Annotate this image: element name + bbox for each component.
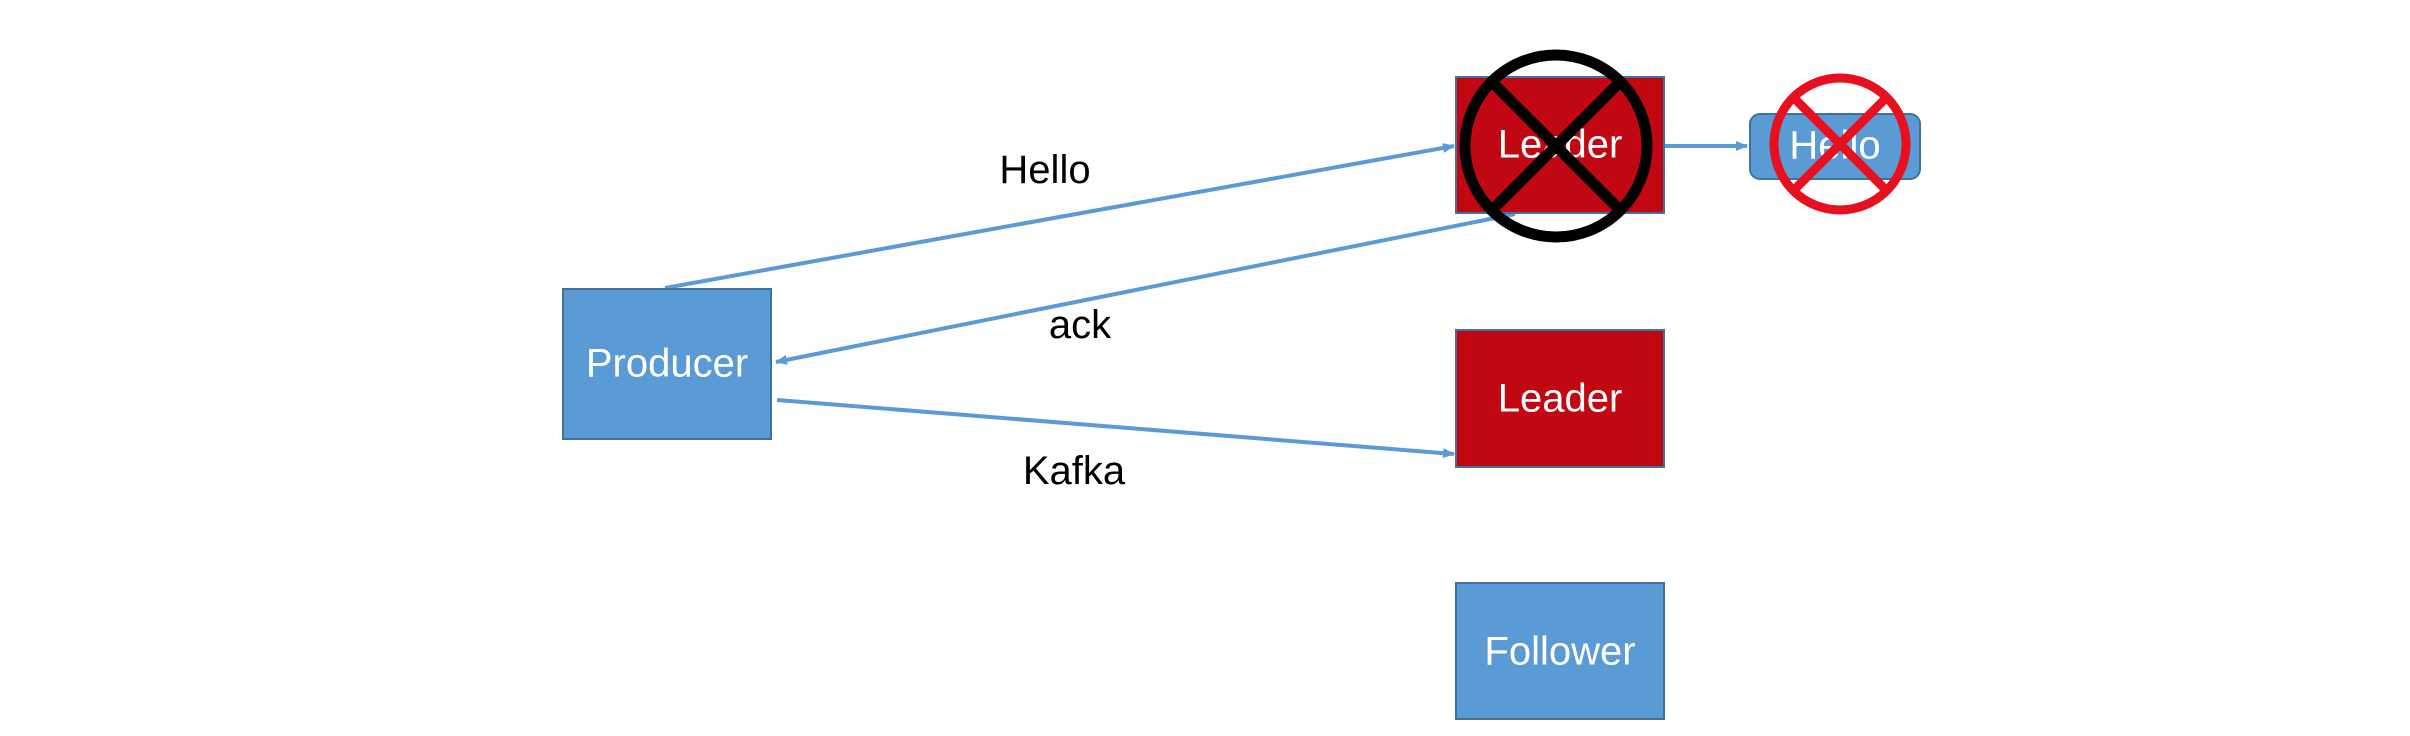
kafka-arrow: [776, 398, 1455, 459]
ack-arrow: [775, 212, 1516, 365]
leader-new-label: Leader: [1498, 377, 1623, 421]
leader-failed-mark: [1459, 49, 1653, 243]
edge-label-ack: ack: [1049, 303, 1112, 347]
edge-label-kafka: Kafka: [1023, 449, 1126, 493]
follower-node: Follower: [1455, 582, 1665, 720]
message-lost-mark: [1769, 73, 1911, 215]
arrows: [664, 141, 1748, 459]
edge-label-hello: Hello: [999, 148, 1090, 192]
leader-new-node: Leader: [1455, 329, 1665, 468]
leader-failed-node: Leader: [1455, 49, 1665, 243]
producer-node: Producer: [562, 288, 772, 440]
message-lost-node: Hello: [1749, 73, 1921, 215]
producer-label: Producer: [586, 342, 748, 386]
hello-arrow: [664, 143, 1455, 290]
follower-label: Follower: [1484, 630, 1635, 674]
